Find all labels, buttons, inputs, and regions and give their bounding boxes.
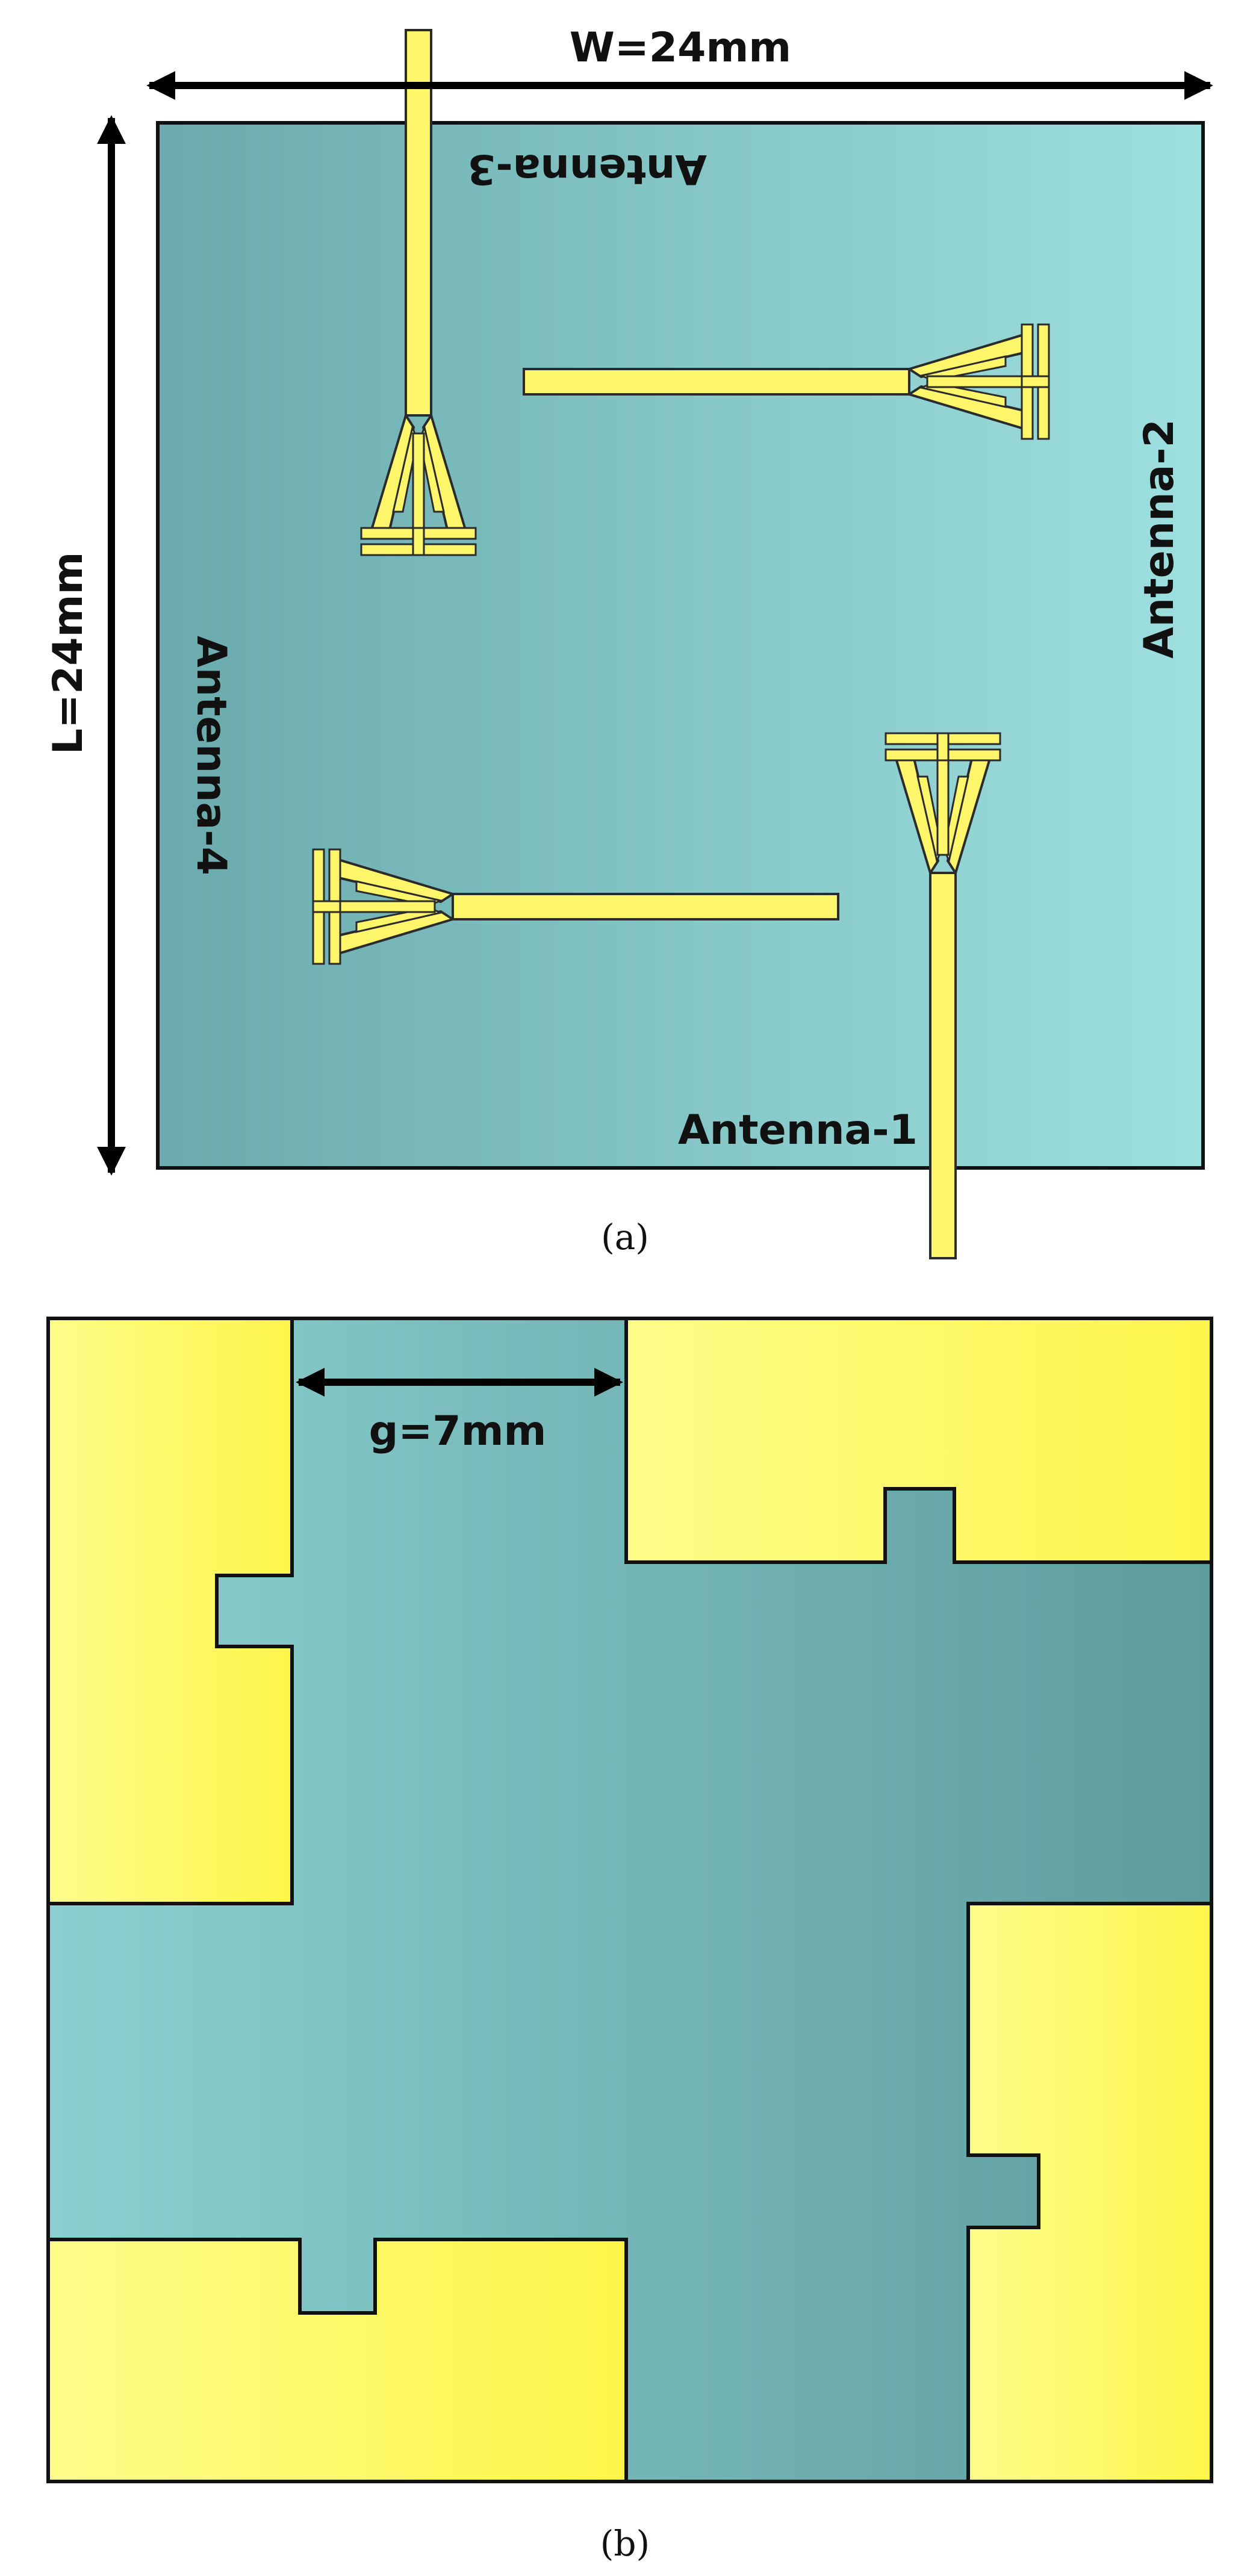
antenna-1-label: Antenna-1 [678, 1106, 918, 1154]
gap-label: g=7mm [369, 1407, 547, 1455]
length-label: L=24mm [45, 552, 92, 755]
ground-patch-bottom-right [966, 1902, 1213, 2483]
antenna-3-label: Antenna-3 [467, 145, 707, 193]
ground-patch-top-right [624, 1317, 1213, 1564]
figure-b: g=7mm (b) [46, 1317, 1213, 2564]
antenna-2-label: Antenna-2 [1136, 419, 1183, 659]
ground-patch-top-left [46, 1317, 294, 1905]
figure-a: W=24mm L=24mm Antenna-1 Antenna-2 Antenn… [45, 24, 1213, 1259]
caption-a: (a) [601, 1217, 649, 1258]
width-label: W=24mm [570, 24, 791, 72]
substrate-top-view [156, 121, 1205, 1170]
antenna-4-label: Antenna-4 [187, 636, 235, 875]
caption-b: (b) [600, 2523, 650, 2564]
ground-patch-bottom-left [46, 2238, 628, 2483]
